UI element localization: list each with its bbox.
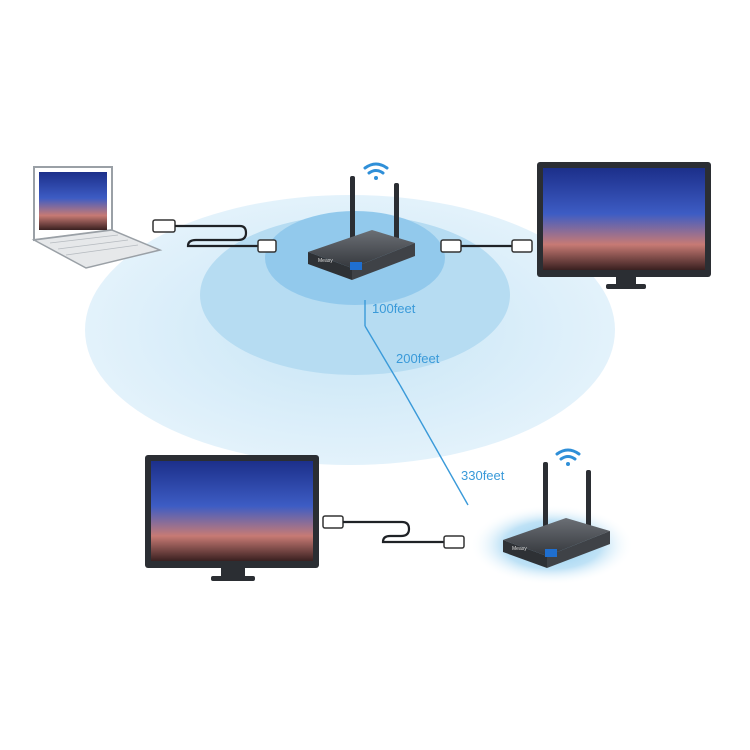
hdmi-plug-icon (322, 515, 344, 529)
receiver-device: Measy (503, 448, 610, 568)
cable-rx (322, 515, 465, 549)
monitor-icon (145, 455, 319, 581)
distance-label-330: 330feet (461, 468, 505, 483)
hdmi-plug-icon (257, 239, 277, 253)
cable-tx (152, 219, 277, 253)
measure-line-200 (364, 325, 401, 386)
hdmi-plug-icon (440, 239, 462, 253)
range-zones (85, 195, 615, 465)
cable-monitor-right (440, 239, 533, 253)
antenna-icon (350, 176, 399, 245)
hdmi-plug-icon (443, 535, 465, 549)
antenna-icon (543, 462, 591, 532)
monitor-icon (537, 162, 711, 289)
wifi-icon (363, 162, 389, 180)
wifi-icon (555, 448, 581, 466)
distance-measure (364, 300, 469, 506)
distance-label-200: 200feet (396, 351, 440, 366)
hdmi-plug-icon (511, 239, 533, 253)
laptop-icon (31, 166, 163, 269)
svg-text:Measy: Measy (512, 546, 527, 552)
svg-text:Measy: Measy (318, 258, 333, 264)
measure-line-330 (399, 384, 469, 506)
transmitter-device: Measy (308, 162, 415, 280)
distance-label-100: 100feet (372, 301, 416, 316)
hdmi-plug-icon (152, 219, 176, 233)
